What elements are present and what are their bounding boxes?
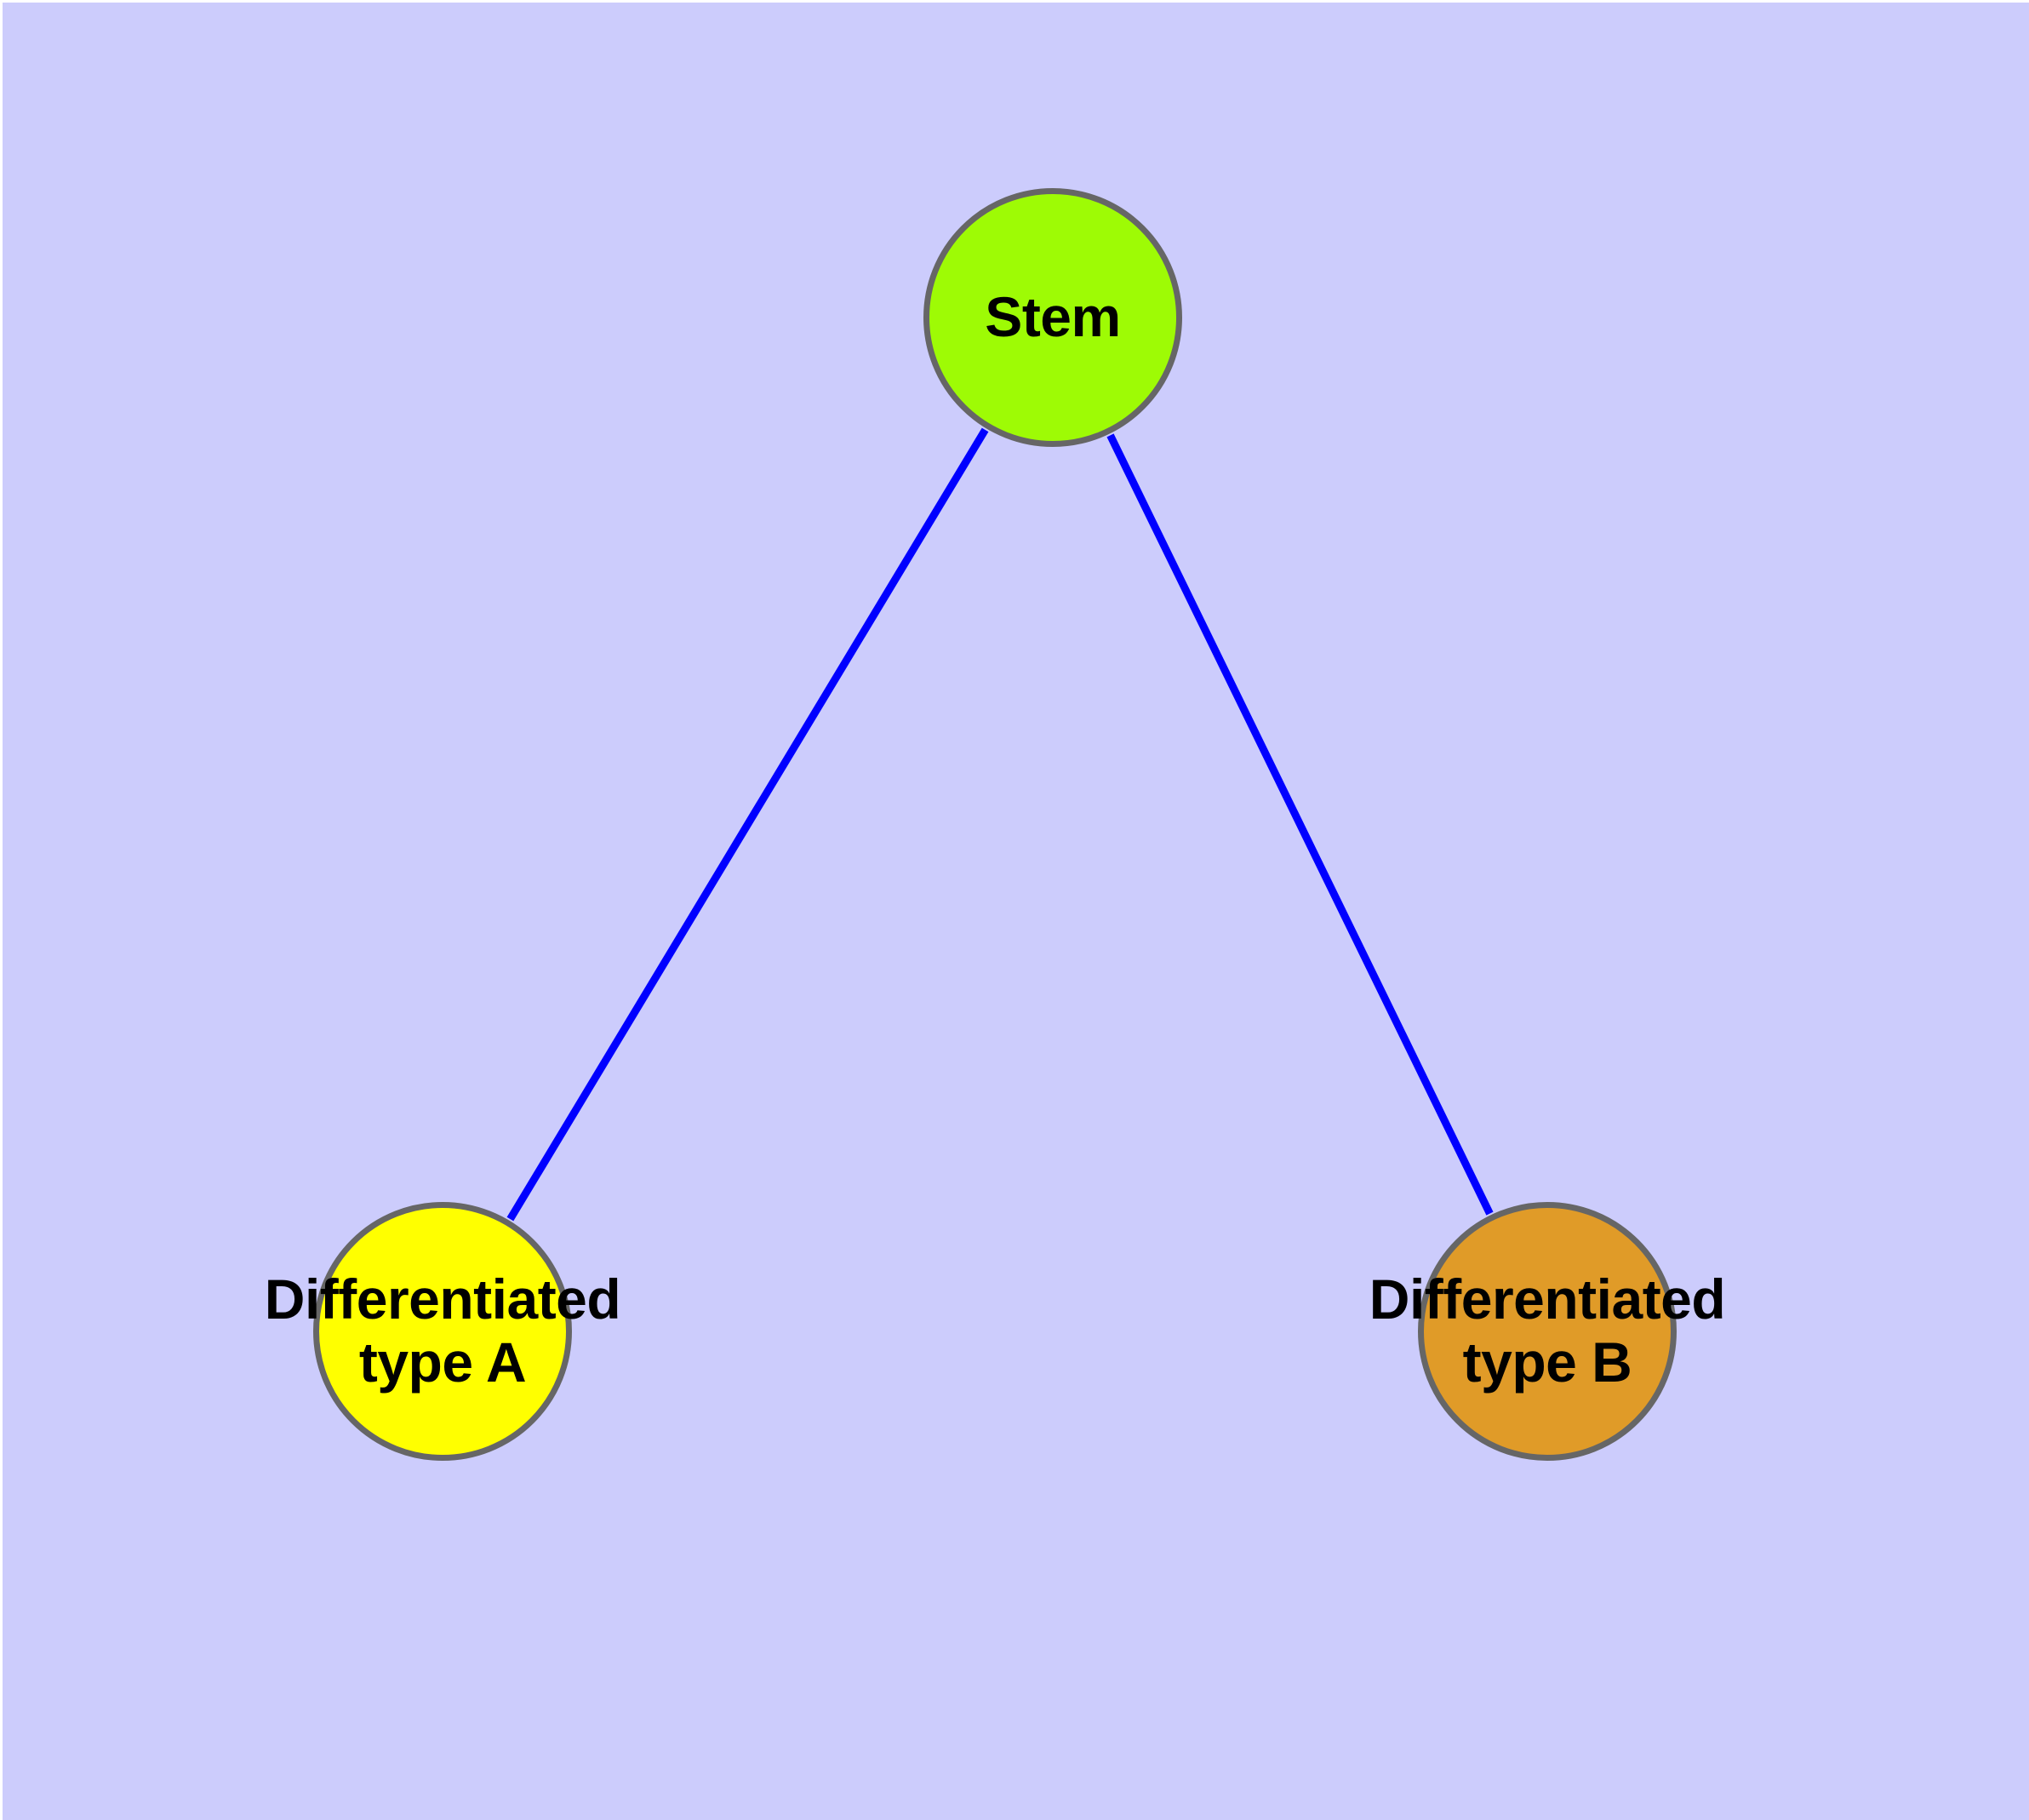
diagram-plot-area: Stem Differentiated type A Differentiate…	[3, 3, 2029, 1820]
edge-stem-to-differentiated-type-a	[506, 427, 989, 1222]
node-differentiated-type-b[interactable]	[1418, 1202, 1677, 1461]
node-layer: Stem Differentiated type A Differentiate…	[3, 3, 2029, 1820]
node-stem[interactable]	[923, 188, 1182, 447]
edge-layer	[506, 427, 1494, 1222]
edge-stem-to-differentiated-type-b	[1106, 433, 1494, 1216]
node-differentiated-type-a[interactable]	[313, 1202, 572, 1461]
